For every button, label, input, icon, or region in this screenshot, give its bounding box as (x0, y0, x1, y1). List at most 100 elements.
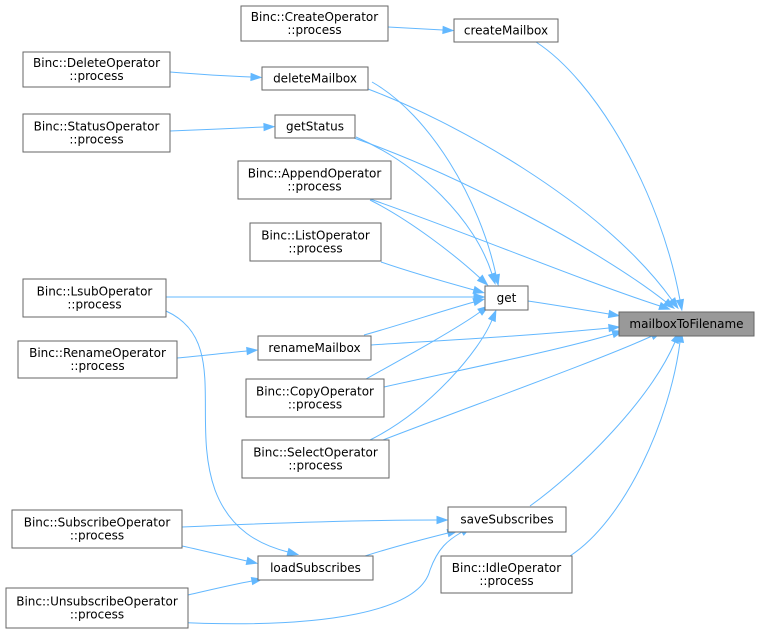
node-box (484, 285, 529, 311)
node-box (274, 114, 356, 139)
arrowhead-icon (487, 309, 497, 323)
node-subscribeOperator[interactable]: Binc::SubscribeOperator::process (11, 509, 183, 549)
node-label: Binc::AppendOperator (248, 167, 382, 181)
node-label: Binc::CopyOperator (256, 385, 374, 399)
arrowhead-icon (472, 285, 486, 294)
edge-idleOperator-to-mailboxToFilename (569, 330, 685, 557)
node-label: ::process (70, 608, 124, 622)
node-label: Binc::ListOperator (261, 229, 370, 243)
edge-line (369, 335, 653, 446)
node-createMailbox[interactable]: createMailbox (453, 18, 559, 43)
edge-createOperator-to-createMailbox (387, 25, 455, 35)
edge-line (380, 261, 475, 291)
edge-renameOperator-to-renameMailbox (176, 346, 259, 359)
node-box (245, 378, 385, 418)
arrowhead-icon (442, 25, 455, 35)
node-label: ::process (288, 459, 342, 473)
node-box (22, 51, 171, 88)
node-label: saveSubscribes (460, 513, 553, 527)
node-statusOperator[interactable]: Binc::StatusOperator::process (22, 113, 171, 153)
node-box (22, 278, 167, 318)
edge-subscribeOperator-to-loadSubscribes (181, 545, 259, 565)
edge-unsubscribeOperator-to-loadSubscribes (187, 576, 264, 596)
edge-line (187, 580, 253, 596)
node-deleteOperator[interactable]: Binc::DeleteOperator::process (22, 51, 171, 88)
node-renameMailbox[interactable]: renameMailbox (257, 335, 372, 361)
node-label: ::process (287, 180, 341, 194)
node-appendOperator[interactable]: Binc::AppendOperator::process (237, 160, 392, 200)
node-label: Binc::RenameOperator (29, 346, 166, 360)
node-box (447, 506, 567, 533)
node-label: ::process (70, 529, 124, 543)
edge-line (169, 71, 252, 78)
edge-line (364, 532, 449, 557)
edge-listOperator-to-get (380, 261, 486, 294)
node-mailboxToFilename[interactable]: mailboxToFilename (618, 311, 755, 337)
node-label: renameMailbox (268, 341, 360, 355)
node-label: ::process (288, 242, 342, 256)
edge-line (181, 545, 248, 562)
node-box (240, 5, 389, 42)
node-label: ::process (67, 298, 121, 312)
node-box (241, 439, 390, 479)
edge-line (369, 319, 493, 441)
edge-line (181, 519, 438, 528)
node-label: Binc::LsubOperator (37, 285, 153, 299)
arrowhead-icon (250, 72, 263, 82)
node-unsubscribeOperator[interactable]: Binc::UnsubscribeOperator::process (5, 587, 189, 629)
edge-line (371, 81, 497, 276)
edge-line (527, 300, 610, 315)
node-label: ::process (70, 359, 124, 373)
arrowhead-icon (487, 272, 496, 285)
edge-copyOperator-to-mailboxToFilename (383, 330, 625, 388)
edge-appendOperator-to-mailboxToFilename (369, 198, 671, 310)
node-copyOperator[interactable]: Binc::CopyOperator::process (245, 378, 385, 418)
edge-selectOperator-to-mailboxToFilename (369, 331, 663, 446)
edge-renameMailbox-to-mailboxToFilename (370, 323, 621, 346)
node-saveSubscribes[interactable]: saveSubscribes (447, 506, 567, 533)
node-idleOperator[interactable]: Binc::IdleOperator::process (440, 555, 573, 594)
node-listOperator[interactable]: Binc::ListOperator::process (249, 222, 382, 262)
node-label: ::process (287, 23, 341, 37)
node-createOperator[interactable]: Binc::CreateOperator::process (240, 5, 389, 42)
node-label: Binc::DeleteOperator (33, 56, 160, 70)
arrowhead-icon (263, 122, 276, 132)
node-label: getStatus (286, 120, 344, 134)
edge-line (169, 531, 463, 625)
node-get[interactable]: get (484, 285, 529, 311)
node-label: Binc::SubscribeOperator (24, 516, 171, 530)
edge-deleteMailbox-to-mailboxToFilename (367, 88, 679, 310)
edge-line (363, 301, 475, 336)
edge-line (370, 327, 610, 346)
node-selectOperator[interactable]: Binc::SelectOperator::process (241, 439, 390, 479)
edge-getStatus-to-get (355, 136, 496, 285)
node-box (237, 160, 392, 200)
node-label: createMailbox (464, 24, 548, 38)
edge-line (165, 310, 289, 553)
node-renameOperator[interactable]: Binc::RenameOperator::process (17, 340, 178, 379)
arrowhead-icon (286, 547, 300, 556)
edges-layer (165, 25, 685, 625)
node-box (453, 18, 559, 43)
edge-line (176, 350, 248, 359)
node-label: ::process (69, 69, 123, 83)
node-box (22, 113, 171, 153)
edge-line (367, 88, 673, 301)
edge-line (169, 126, 265, 132)
node-getStatus[interactable]: getStatus (274, 114, 356, 139)
node-label: Binc::IdleOperator (452, 561, 562, 575)
edge-subscribeOperator-to-saveSubscribes (181, 515, 449, 528)
edge-line (535, 41, 681, 301)
arrowhead-icon (472, 298, 486, 307)
node-lsubOperator[interactable]: Binc::LsubOperator::process (22, 278, 167, 318)
node-deleteMailbox[interactable]: deleteMailbox (261, 66, 369, 91)
node-box (618, 311, 755, 337)
node-loadSubscribes[interactable]: loadSubscribes (257, 555, 374, 581)
arrowhead-icon (607, 309, 621, 319)
arrowhead-icon (436, 515, 449, 525)
node-label: Binc::StatusOperator (34, 120, 160, 134)
node-label: Binc::UnsubscribeOperator (16, 595, 178, 609)
edge-line (369, 198, 661, 307)
node-label: ::process (479, 574, 533, 588)
